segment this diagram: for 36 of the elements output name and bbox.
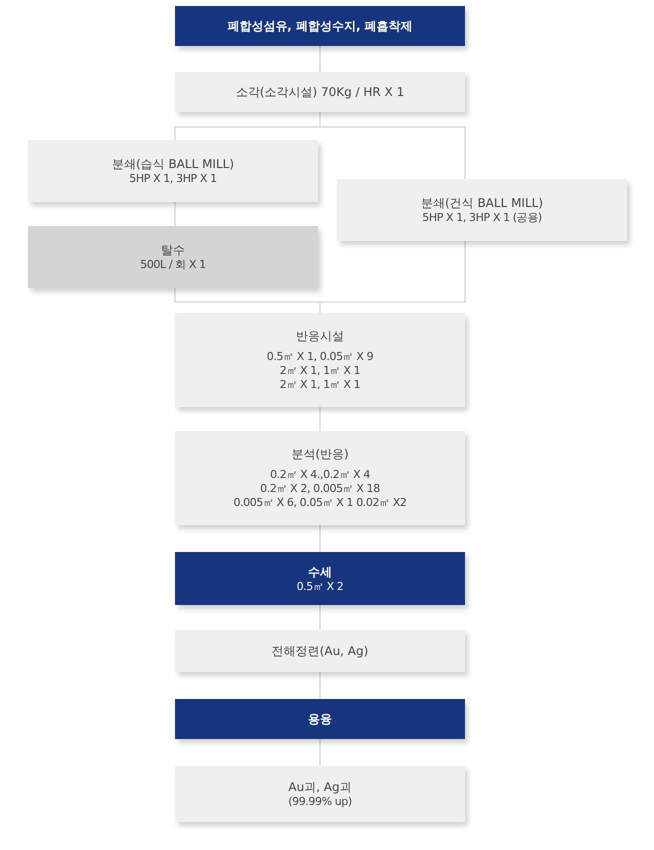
spec-text: 0.5㎡ X 2	[296, 580, 344, 594]
box-title: 폐합성섬유, 폐합성수지, 폐흡착제	[227, 18, 413, 34]
process-box	[28, 226, 318, 288]
process-box	[28, 140, 318, 202]
spec-text: 0.5㎡ X 1, 0.05㎡ X 9	[266, 350, 374, 364]
box-title: 수세	[308, 564, 332, 580]
box-title: 반응시설	[296, 328, 344, 344]
box-title: 용융	[308, 711, 332, 727]
spec-text: 2㎡ X 1, 1㎡ X 1	[280, 364, 360, 378]
spec-text: 0.2㎡ X 4.,0.2㎡ X 4	[270, 468, 370, 482]
spec-text: (99.99% up)	[288, 795, 352, 809]
spec-text: 5HP X 1, 3HP X 1 (공용)	[422, 211, 542, 225]
spec-text: 500L / 회 X 1	[140, 258, 206, 272]
process-box	[175, 313, 465, 407]
box-title: 탈수	[161, 242, 185, 258]
spec-text: 0.005㎡ X 6, 0.05㎡ X 1 0.02㎡ X2	[233, 496, 407, 510]
spec-text: 5HP X 1, 3HP X 1	[129, 172, 217, 186]
process-box	[175, 630, 465, 672]
spec-text: 2㎡ X 1, 1㎡ X 1	[280, 378, 360, 392]
highlight-box	[175, 6, 465, 46]
box-title: 분석(반응)	[291, 446, 349, 462]
spec-text: 0.2㎡ X 2, 0.005㎡ X 18	[260, 482, 380, 496]
box-title: 소각(소각시설) 70Kg / HR X 1	[236, 84, 404, 100]
box-title: 전해정련(Au, Ag)	[272, 643, 368, 659]
highlight-box	[175, 699, 465, 739]
connector-line	[174, 202, 176, 226]
connector-line	[320, 240, 466, 314]
highlight-box	[175, 552, 465, 605]
process-box	[175, 72, 465, 112]
process-box	[175, 766, 465, 822]
connector-line	[320, 112, 466, 180]
box-title: 분쇄(습식 BALL MILL)	[112, 156, 234, 172]
process-box	[337, 179, 627, 241]
process-box	[175, 431, 465, 525]
box-title: Au괴, Ag괴	[288, 779, 352, 795]
box-title: 분쇄(건식 BALL MILL)	[420, 195, 544, 211]
